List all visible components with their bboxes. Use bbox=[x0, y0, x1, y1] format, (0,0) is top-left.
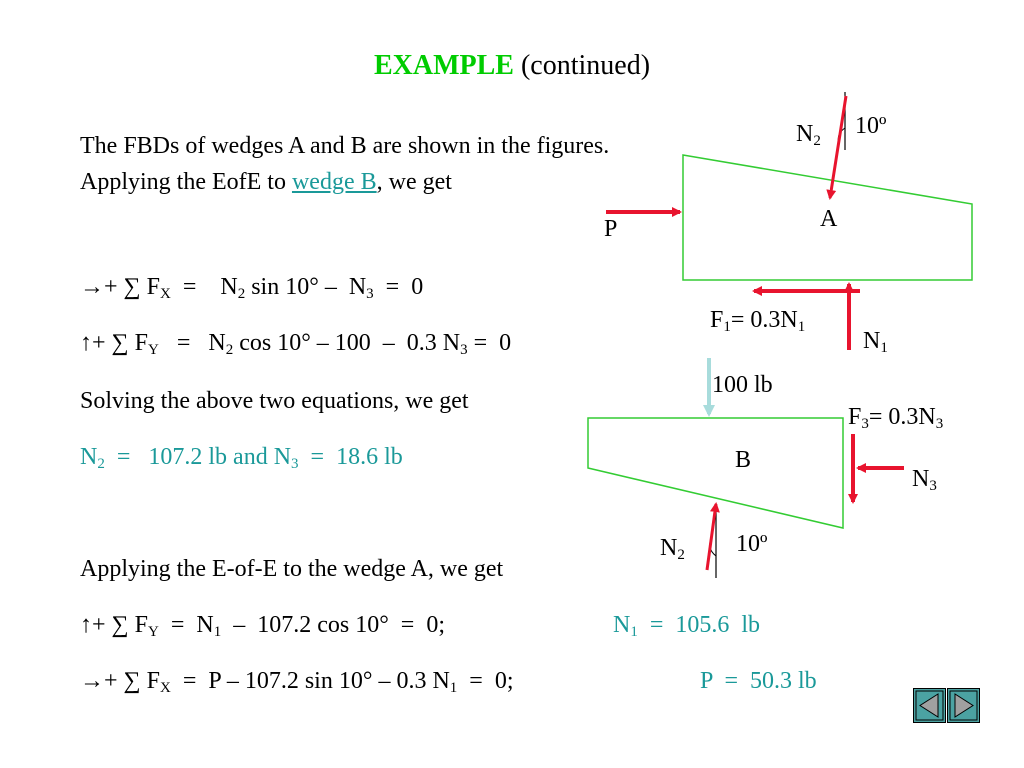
intro-text-end: , we get bbox=[376, 169, 452, 195]
angle-bottom-label: 10º bbox=[736, 531, 768, 557]
solve-text: Solving the above two equations, we get bbox=[80, 388, 469, 414]
prev-triangle-icon bbox=[915, 690, 944, 721]
title-keyword: EXAMPLE bbox=[373, 50, 514, 81]
applying-text: Applying the E-of-E to the wedge A, we g… bbox=[80, 556, 504, 582]
force-p-label: P bbox=[604, 216, 618, 242]
prev-slide-button[interactable] bbox=[913, 688, 946, 723]
n2-top-label: N2 bbox=[796, 121, 821, 149]
force-n2-top-arrow bbox=[826, 95, 848, 200]
n1-label: N1 bbox=[863, 328, 888, 356]
next-triangle-icon bbox=[949, 690, 978, 721]
f1-label: F1= 0.3N1 bbox=[710, 307, 806, 335]
angle-top-label: 10º bbox=[855, 113, 887, 139]
result-n2-n3: N2 = 107.2 lb and N3 = 18.6 lb bbox=[80, 444, 403, 472]
intro-paragraph: The FBDs of wedges A and B are shown in … bbox=[80, 128, 640, 200]
title-rest: (continued) bbox=[520, 50, 651, 81]
next-slide-button[interactable] bbox=[947, 688, 980, 723]
wedge-b-link[interactable]: wedge B bbox=[291, 169, 377, 195]
load-label: 100 lb bbox=[712, 372, 773, 398]
equation-sum-fy-b: ↑+ ∑ FY = N2 cos 10° – 100 – 0.3 N3 = 0 bbox=[80, 330, 512, 358]
wedge-b-outline bbox=[587, 417, 844, 529]
equation-sum-fx-a: →+ ∑ FX = P – 107.2 sin 10° – 0.3 N1 = 0… bbox=[80, 668, 514, 696]
wedge-a-outline bbox=[682, 154, 973, 281]
force-n2-bottom-arrow bbox=[705, 502, 720, 571]
page-title: EXAMPLE (continued) bbox=[0, 50, 1024, 82]
answer-n1: N1 = 105.6 lb bbox=[613, 612, 761, 640]
n2-bottom-label: N2 bbox=[660, 535, 685, 563]
n3-label: N3 bbox=[912, 466, 937, 494]
wedge-a-label: A bbox=[820, 206, 838, 232]
answer-p: P = 50.3 lb bbox=[700, 668, 817, 694]
equation-sum-fx-b: →+ ∑ FX = N2 sin 10° – N3 = 0 bbox=[80, 274, 424, 302]
wedge-b-label: B bbox=[735, 447, 752, 473]
equation-sum-fy-a: ↑+ ∑ FY = N1 – 107.2 cos 10° = 0; bbox=[80, 612, 446, 640]
intro-text: The FBDs of wedges A and B are shown in … bbox=[80, 133, 610, 195]
f3-label: F3= 0.3N3 bbox=[848, 404, 944, 432]
